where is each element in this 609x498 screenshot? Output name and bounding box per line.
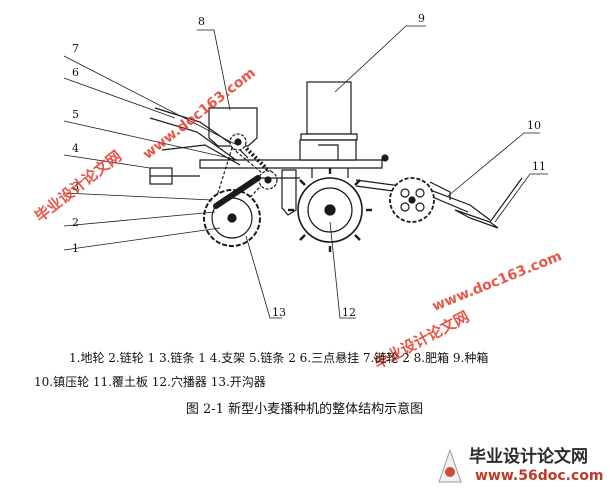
seeder-structure-diagram: 1 2 3 4 5 6 7 8 9 10 11 12 13 bbox=[63, 12, 548, 319]
leader-5 bbox=[63, 120, 239, 161]
leader-13 bbox=[245, 235, 282, 319]
covering-plate bbox=[454, 209, 499, 229]
leader-11 bbox=[494, 173, 548, 223]
leader-10 bbox=[447, 132, 540, 197]
footer-brand: 毕业设计论文网 bbox=[469, 447, 588, 467]
callout-8: 8 bbox=[198, 15, 205, 28]
callout-10: 10 bbox=[527, 119, 541, 132]
leader-2 bbox=[63, 211, 216, 227]
leader-1 bbox=[63, 227, 221, 251]
leader-12 bbox=[329, 221, 356, 319]
leader-6 bbox=[63, 77, 176, 119]
furrow-opener bbox=[281, 169, 297, 216]
callout-1: 1 bbox=[72, 242, 79, 255]
callout-12: 12 bbox=[342, 306, 356, 319]
legend-line-2: 10.镇压轮 11.覆土板 12.穴播器 13.开沟器 bbox=[34, 375, 266, 389]
callout-9: 9 bbox=[418, 12, 425, 25]
callout-2: 2 bbox=[72, 216, 79, 229]
callout-3: 3 bbox=[72, 180, 79, 193]
callout-5: 5 bbox=[72, 108, 79, 121]
footer-url: www.56doc.com bbox=[475, 468, 604, 484]
leader-7 bbox=[63, 55, 236, 145]
seed-box bbox=[306, 81, 352, 135]
leader-4 bbox=[63, 154, 151, 169]
leader-8 bbox=[197, 29, 231, 111]
legend-line-1: 1.地轮 2.链轮 1 3.链条 1 4.支架 5.链条 2 6.三点悬挂 7.… bbox=[69, 351, 489, 365]
callout-4: 4 bbox=[72, 142, 79, 155]
callout-7: 7 bbox=[72, 42, 79, 55]
callout-11: 11 bbox=[532, 160, 546, 173]
figure-caption: 图 2-1 新型小麦播种机的整体结构示意图 bbox=[185, 402, 424, 417]
footer-logo: 毕业设计论文网 www.56doc.com bbox=[435, 440, 605, 496]
leader-9 bbox=[334, 25, 426, 93]
callout-13: 13 bbox=[272, 306, 286, 319]
leader-3 bbox=[63, 192, 213, 201]
logo-mark-icon bbox=[438, 448, 462, 483]
callout-6: 6 bbox=[72, 66, 79, 79]
chain-2 bbox=[236, 138, 272, 174]
